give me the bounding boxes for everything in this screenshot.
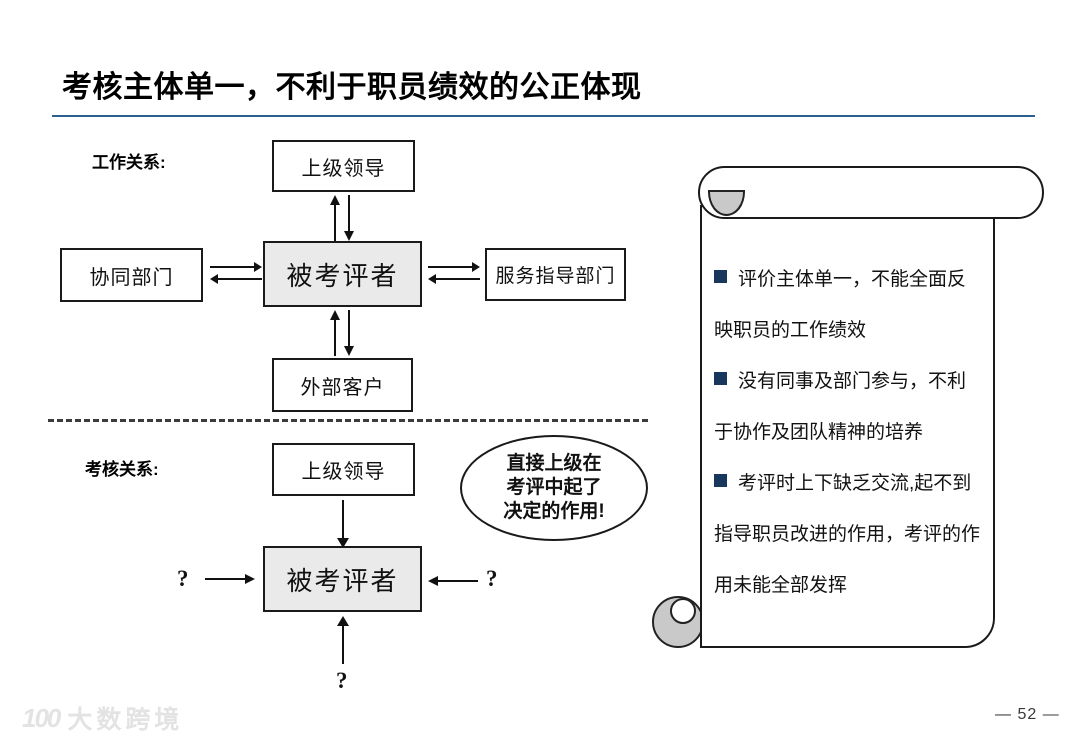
box-collaborating-dept: 协同部门 <box>60 248 203 302</box>
list-item: 没有同事及部门参与，不利于协作及团队精神的培养 <box>714 356 980 458</box>
callout-line: 决定的作用! <box>503 501 605 522</box>
box-service-guidance-dept: 服务指导部门 <box>485 248 626 301</box>
title-underline <box>52 115 1035 117</box>
section-divider <box>48 419 648 422</box>
box-external-customer: 外部客户 <box>272 358 413 412</box>
callout-line: 考评中起了 <box>506 477 602 498</box>
list-item: 评价主体单一，不能全面反映职员的工作绩效 <box>714 254 980 356</box>
list-item: 考评时上下缺乏交流,起不到指导职员改进的作用，考评的作用未能全部发挥 <box>714 458 980 611</box>
double-arrow-horizontal-left-icon <box>210 262 262 284</box>
box-appraisee-work: 被考评者 <box>263 241 422 307</box>
double-arrow-horizontal-right-icon <box>428 262 480 284</box>
notes-scroll-panel: 评价主体单一，不能全面反映职员的工作绩效 没有同事及部门参与，不利于协作及团队精… <box>640 160 1060 660</box>
bullet-square-icon <box>714 474 727 487</box>
assess-relations-label: 考核关系: <box>85 460 159 479</box>
right-arrow-icon <box>205 574 255 584</box>
question-mark-bottom: ? <box>336 668 348 693</box>
double-arrow-vertical-top-icon <box>330 195 354 241</box>
work-relations-label: 工作关系: <box>92 153 166 172</box>
question-mark-right: ? <box>486 566 498 591</box>
bullet-text: 没有同事及部门参与，不利于协作及团队精神的培养 <box>714 371 967 443</box>
question-mark-left: ? <box>177 566 189 591</box>
bullet-square-icon <box>714 372 727 385</box>
bullet-text: 评价主体单一，不能全面反映职员的工作绩效 <box>714 269 967 341</box>
notes-bullet-list: 评价主体单一，不能全面反映职员的工作绩效 没有同事及部门参与，不利于协作及团队精… <box>714 254 980 611</box>
scroll-top-roll <box>698 166 1044 219</box>
box-superior-leader-assess: 上级领导 <box>272 443 415 496</box>
callout-line: 直接上级在 <box>506 453 602 474</box>
watermark-logo-text: 大数跨境 <box>67 706 184 734</box>
scroll-bottom-curl-spiral <box>670 598 696 624</box>
up-arrow-icon <box>337 616 349 664</box>
box-superior-leader-work: 上级领导 <box>272 140 415 192</box>
bullet-square-icon <box>714 270 727 283</box>
box-appraisee-assess: 被考评者 <box>263 546 422 612</box>
down-arrow-icon <box>337 500 349 548</box>
watermark-logo-glyph: 100 <box>22 702 61 733</box>
scroll-body <box>700 205 995 648</box>
bullet-text: 考评时上下缺乏交流,起不到指导职员改进的作用，考评的作用未能全部发挥 <box>714 473 981 596</box>
page-title: 考核主体单一，不利于职员绩效的公正体现 <box>62 71 642 104</box>
double-arrow-vertical-bottom-icon <box>330 310 354 356</box>
callout-ellipse: 直接上级在 考评中起了 决定的作用! <box>460 435 648 541</box>
page-number: — 52 — <box>995 706 1060 723</box>
left-arrow-icon <box>428 576 478 586</box>
watermark-logo: 100 大数跨境 <box>22 700 183 736</box>
